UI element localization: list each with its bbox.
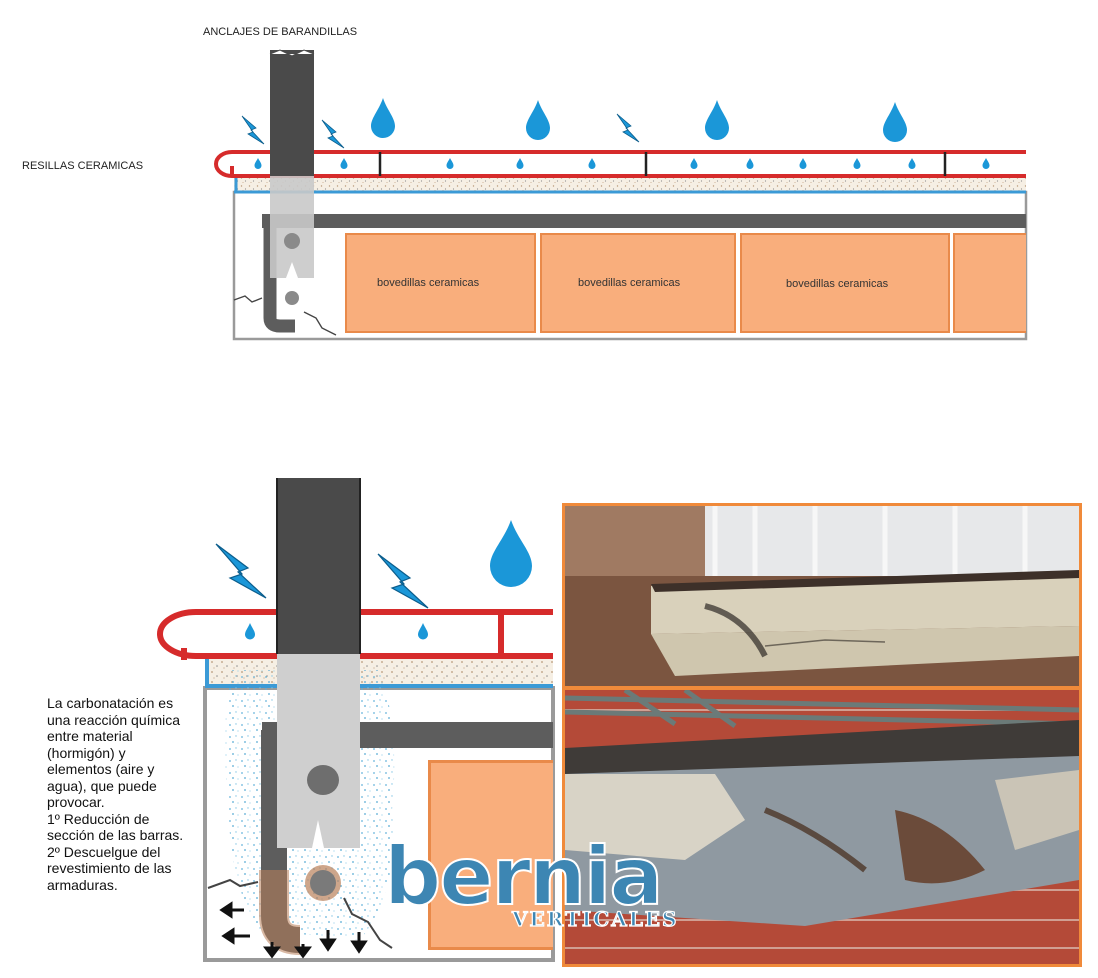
description-paragraph: La carbonatación es una reacción química…	[47, 695, 181, 810]
description-point-1: 1º Reducción de sección de las barras.	[47, 810, 184, 844]
brick-zoom	[428, 760, 553, 950]
photo-corroded-slab	[562, 687, 1082, 967]
carbonation-description: La carbonatación es una reacción química…	[47, 695, 187, 893]
brick-label: bovedillas ceramicas	[578, 277, 681, 289]
brick-label: bovedillas ceramicas	[786, 278, 889, 290]
zoomed-section-diagram	[157, 478, 555, 962]
photo-corroded-slab-image	[565, 690, 1079, 964]
logo-tagline: VERTICALES	[511, 907, 678, 931]
mortar-layer	[234, 176, 1026, 192]
anchor-label: ANCLAJES DE BARANDILLAS	[203, 26, 358, 38]
description-point-2: 2º Descuelgue del revestimiento de las a…	[47, 843, 172, 893]
photo-balcony-edge-image	[565, 506, 1079, 686]
brick-2: bovedillas ceramicas	[540, 233, 736, 333]
brick-4	[953, 233, 1026, 333]
logo-wordmark: bernia	[384, 838, 661, 923]
brick-3: bovedillas ceramicas	[740, 233, 950, 333]
brick-label: bovedillas ceramicas	[377, 277, 480, 289]
photo-balcony-edge	[562, 503, 1082, 689]
tiles-label: RESILLAS CERAMICAS	[22, 160, 144, 172]
bernia-logo: bernia VERTICALES	[383, 838, 678, 932]
brick-1: bovedillas ceramicas	[345, 233, 536, 333]
